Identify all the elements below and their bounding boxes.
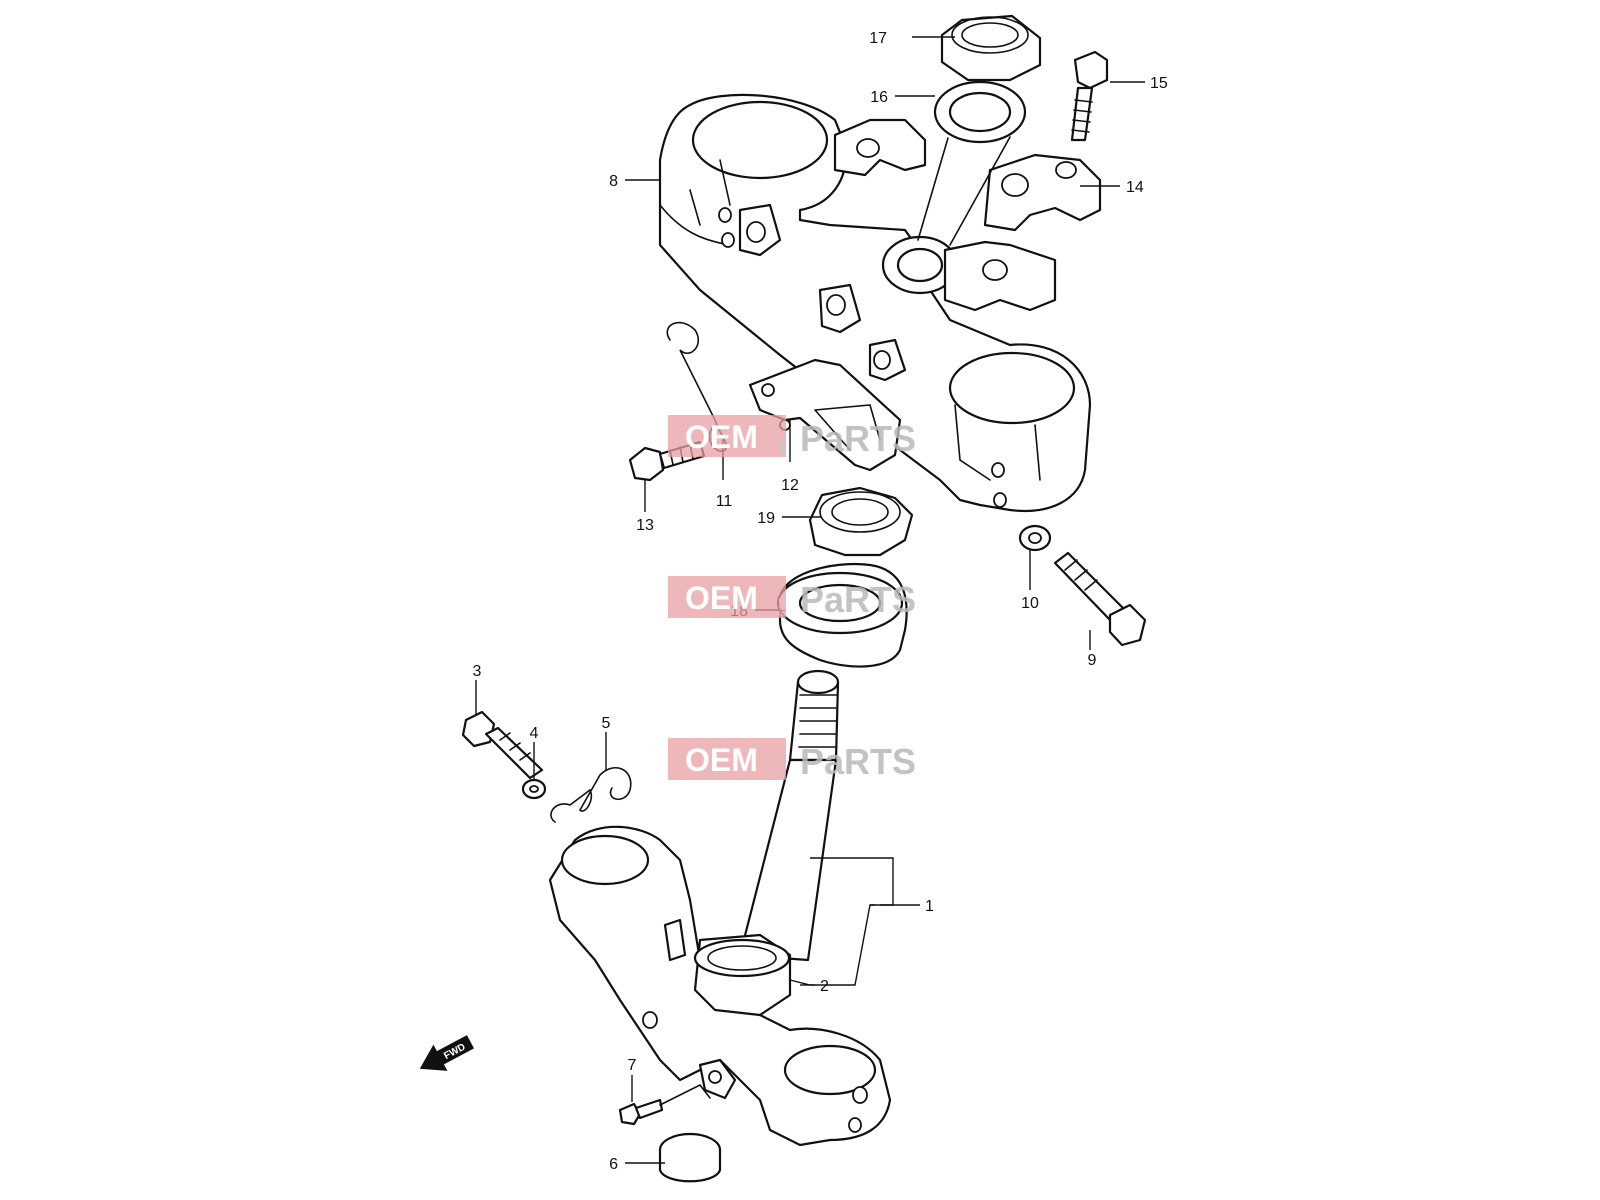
callout-4: 4 bbox=[530, 725, 539, 742]
forward-arrow: FWD bbox=[419, 1035, 474, 1071]
upper-bracket bbox=[658, 93, 1092, 512]
callout-1: 1 bbox=[925, 898, 934, 915]
stem-nut bbox=[940, 14, 1042, 82]
washer bbox=[917, 80, 1027, 246]
callout-16: 16 bbox=[870, 89, 888, 106]
watermark-brand-left: OEM bbox=[685, 580, 758, 616]
lower-wire-clip bbox=[550, 766, 632, 823]
lock-nut bbox=[808, 486, 914, 557]
handlebar-holder bbox=[983, 153, 1102, 232]
callout-labels: 17 16 15 14 8 11 12 13 19 10 18 9 3 4 5 … bbox=[473, 30, 1168, 1173]
bracket-washer bbox=[1018, 524, 1052, 552]
callout-11: 11 bbox=[716, 493, 733, 510]
watermark-3: OEM BIKE PaRTS bbox=[668, 738, 916, 782]
watermark-brand-right: PaRTS bbox=[800, 418, 916, 459]
callout-19: 19 bbox=[757, 510, 775, 527]
watermark-brand-right: PaRTS bbox=[800, 741, 916, 782]
steering-bearing bbox=[776, 563, 908, 668]
small-screw bbox=[618, 1083, 711, 1126]
hose-clamp bbox=[658, 1132, 722, 1183]
callout-7: 7 bbox=[628, 1057, 637, 1074]
fwd-arrow-icon bbox=[419, 1035, 474, 1071]
watermark-tag: BIKE bbox=[778, 760, 787, 778]
callout-3: 3 bbox=[473, 663, 482, 680]
fwd-label: FWD bbox=[442, 1042, 467, 1062]
handlebar-bolt bbox=[1070, 50, 1109, 142]
clamp-bolt-upper bbox=[1053, 551, 1147, 647]
watermark-tag: BIKE bbox=[778, 437, 787, 455]
callout-6: 6 bbox=[609, 1156, 618, 1173]
steering-stem-lower-bracket bbox=[548, 669, 892, 1147]
callout-8: 8 bbox=[609, 173, 618, 190]
callout-12: 12 bbox=[781, 477, 799, 494]
watermark-tag: BIKE bbox=[778, 598, 787, 616]
callout-5: 5 bbox=[602, 715, 611, 732]
lower-washer bbox=[521, 778, 547, 800]
callout-17: 17 bbox=[869, 30, 887, 47]
callout-14: 14 bbox=[1126, 179, 1144, 196]
watermark-1: OEM BIKE PaRTS bbox=[668, 415, 916, 459]
watermark-brand-right: PaRTS bbox=[800, 579, 916, 620]
callout-9: 9 bbox=[1088, 652, 1097, 669]
watermark-brand-left: OEM bbox=[685, 742, 758, 778]
callout-2: 2 bbox=[820, 978, 829, 995]
callout-13: 13 bbox=[636, 517, 654, 534]
lower-clamp-bolt bbox=[461, 710, 544, 780]
watermark-brand-left: OEM bbox=[685, 419, 758, 455]
callout-15: 15 bbox=[1150, 75, 1168, 92]
watermark-2: OEM BIKE PaRTS bbox=[668, 576, 916, 620]
callout-10: 10 bbox=[1021, 595, 1039, 612]
